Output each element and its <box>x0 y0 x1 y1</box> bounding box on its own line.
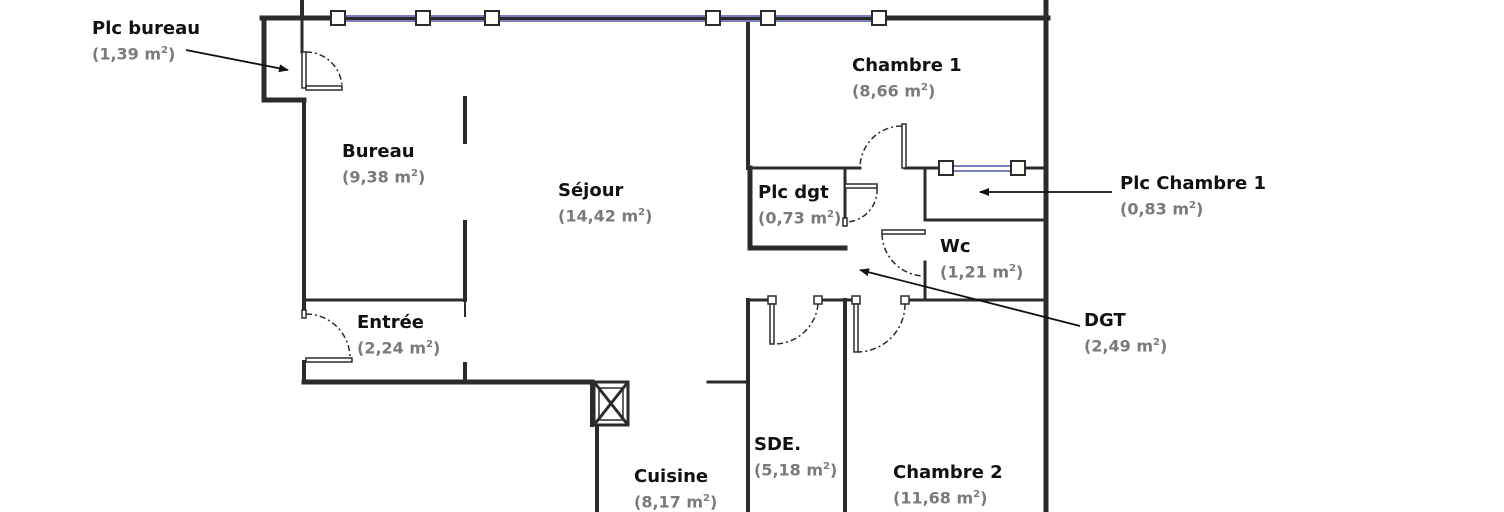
door-sde <box>767 295 823 345</box>
room-label-plc-bureau: Plc bureau (1,39 m2) <box>92 18 201 64</box>
room-label-cuisine: Cuisine (8,17 m2) <box>634 466 718 512</box>
door-plc-dgt <box>842 183 878 227</box>
room-label-sejour: Séjour (14,42 m2) <box>558 180 653 226</box>
room-label-wc: Wc (1,21 m2) <box>940 236 1024 282</box>
room-label-dgt: DGT (2,49 m2) <box>1084 310 1168 356</box>
room-label-entree: Entrée (2,24 m2) <box>357 312 441 358</box>
room-label-bureau: Bureau (9,38 m2) <box>342 141 426 187</box>
door-chambre-2 <box>851 295 910 353</box>
windows <box>330 10 1026 176</box>
arrow-plc-bureau <box>185 49 289 73</box>
walls <box>259 0 1051 512</box>
room-label-plc-dgt: Plc dgt (0,73 m2) <box>758 182 842 228</box>
room-label-plc-chambre-1: Plc Chambre 1 (0,83 m2) <box>1120 173 1266 219</box>
arrow-dgt <box>859 268 1081 327</box>
leader-arrows <box>185 49 1112 327</box>
room-label-chambre-1: Chambre 1 (8,66 m2) <box>852 55 962 101</box>
door-plc-bureau <box>301 51 343 91</box>
door-wc <box>881 229 926 277</box>
room-label-sde: SDE. (5,18 m2) <box>754 434 838 480</box>
room-label-chambre-2: Chambre 2 (11,68 m2) <box>893 462 1003 508</box>
doors <box>301 51 926 363</box>
door-entree <box>301 309 353 363</box>
duct-shaft <box>592 380 630 427</box>
door-chambre-1 <box>859 123 907 169</box>
